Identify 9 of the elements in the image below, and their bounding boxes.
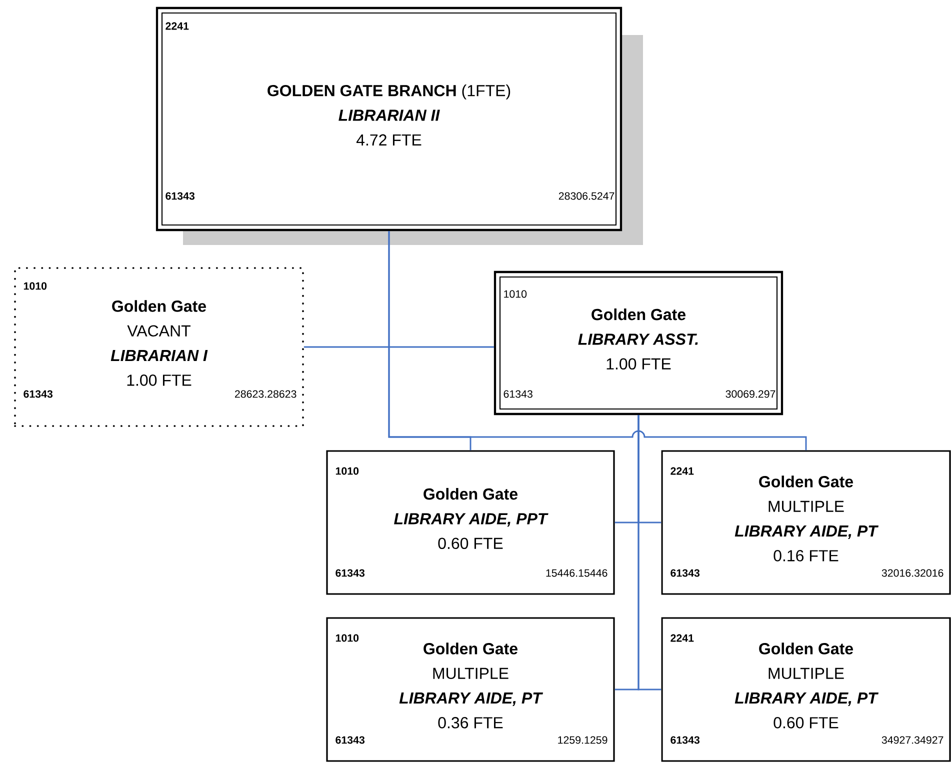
position-box: 2241 61343 28306.5247 GOLDEN GATE BRANCH (1FTE) LIBRARIAN II 4.72 FTE (156, 6, 622, 232)
position-box: 1010 61343 30069.297 Golden Gate LIBRARY ASST. 1.00 FTE (494, 270, 784, 416)
position-box: 2241 61343 34927.34927 Golden Gate MULTIPLE LIBRARY AIDE, PT 0.60 FTE (661, 617, 951, 762)
connector-line (638, 415, 662, 690)
position-box: 1010 61343 15446.15446 Golden Gate LIBRARY AIDE, PPT 0.60 FTE (326, 450, 615, 595)
position-box: 2241 61343 32016.32016 Golden Gate MULTIPLE LIBRARY AIDE, PT 0.16 FTE (661, 450, 951, 595)
position-box: 1010 61343 28623.28623 Golden Gate VACANT LIBRARIAN I 1.00 FTE (14, 267, 304, 427)
position-box: 1010 61343 1259.1259 Golden Gate MULTIPLE LIBRARY AIDE, PT 0.36 FTE (326, 617, 615, 762)
connector-line (304, 346, 494, 348)
